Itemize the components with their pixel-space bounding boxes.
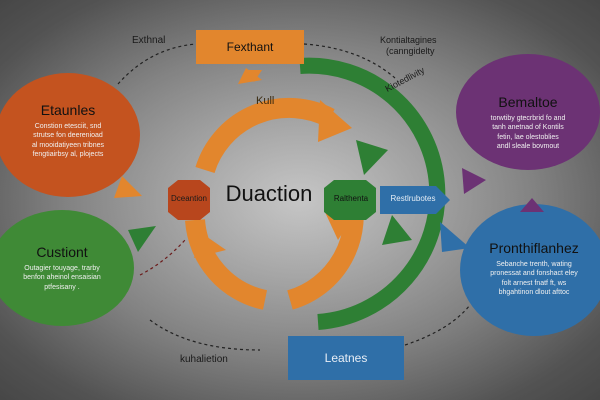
blob-top-right-body: torwtiby gtecrbrid fo and tanh anetnad o… (468, 114, 588, 152)
blob-bottom-right-shape (460, 204, 600, 336)
green-cycle-arc (299, 57, 446, 330)
purple-arrow-down (520, 198, 544, 212)
blob-bottom-left-title: Custiont (36, 244, 88, 260)
blob-top-right-line: andl sleale bovmout (496, 143, 560, 151)
blob-bottom-right-line: pronessat and fonshact eley (490, 270, 578, 278)
label-top-left: Exthnal (132, 35, 166, 46)
hexagon-left-label: Dceantion (170, 194, 208, 203)
blob-top-left-body: Constion etesciit, snd strutse fon deere… (8, 122, 128, 160)
center-title: Duaction (225, 181, 313, 206)
green-arrow-left (128, 226, 156, 252)
label-top-right-1: Kontialtagines (380, 35, 437, 45)
bottom-box: Leatnes (288, 336, 404, 380)
arrow-shape-right-label: Restlrubotes (390, 194, 436, 203)
orange-arrowhead-1 (318, 100, 352, 142)
blob-top-left-line: Constion etesciit, snd (34, 123, 102, 130)
arrow-shape-right (380, 186, 450, 214)
blob-bottom-left-body: Outagier touyage, trarby benfon aheinol … (2, 264, 122, 292)
blob-bottom-right-line: Sebanche trenth, wating (496, 261, 572, 268)
green-arrowhead-2 (382, 215, 412, 245)
top-box-pointer (246, 70, 262, 82)
blob-top-right-line: tanh anetnad of Kontils (492, 124, 564, 132)
blue-arrow (440, 222, 470, 252)
blob-top-right-title: Bemaltoe (498, 94, 558, 110)
purple-arrow (462, 168, 486, 194)
hexagon-right-label: Ralthenta (333, 194, 369, 203)
blob-top-right-line: fetin, lae olestoblies (497, 133, 559, 141)
blob-bottom-right-title: Pronthiflanhez (489, 240, 579, 256)
hexagon-left (168, 180, 210, 220)
orange-cycle-arc-top (195, 97, 335, 174)
blob-bottom-left-shape (0, 210, 134, 326)
blob-bottom-left-line: benfon aheinol ensaisian (23, 274, 101, 282)
bottom-box-label: Leatnes (324, 351, 368, 365)
label-orange-top: Kull (256, 95, 275, 107)
blob-top-left-line: strutse fon deerenioad (33, 132, 103, 140)
blob-bottom-right-line: folt arnest fnatf ft, ws (501, 279, 567, 287)
blob-top-right-shape (456, 54, 600, 170)
blob-top-left-shape (0, 73, 140, 197)
green-arrowhead-1 (356, 140, 388, 175)
hexagon-right (324, 180, 376, 220)
blob-top-left-title: Etaunles (40, 102, 96, 118)
orange-arrowhead-left (114, 176, 142, 198)
top-box-label: Fexthant (226, 40, 274, 54)
blob-top-right-line: torwtiby gtecrbrid fo and (490, 115, 566, 122)
orange-cycle-arc-bottom (185, 218, 268, 310)
blob-bottom-left-line: Outagier touyage, trarby (24, 265, 100, 272)
connector-bottom-right (404, 304, 471, 346)
blob-top-left-line: al mooidatiyeen tribnes (32, 141, 104, 149)
connector-top-left (117, 43, 197, 85)
blob-top-left-line: fengtiairbsy al, plojects (32, 151, 104, 159)
blob-bottom-right-body: Sebanche trenth, wating pronessat and fo… (474, 260, 594, 298)
blob-bottom-right-line: bhgahtinon dlout afttoc (498, 289, 570, 297)
label-top-right-2: (canngidelty (386, 46, 435, 56)
orange-arrowhead-3 (194, 232, 226, 258)
label-bottom-left: kuhalietion (180, 354, 228, 365)
blob-bottom-left-line: ptfesisany . (44, 283, 80, 291)
top-box: Fexthant (196, 30, 304, 64)
